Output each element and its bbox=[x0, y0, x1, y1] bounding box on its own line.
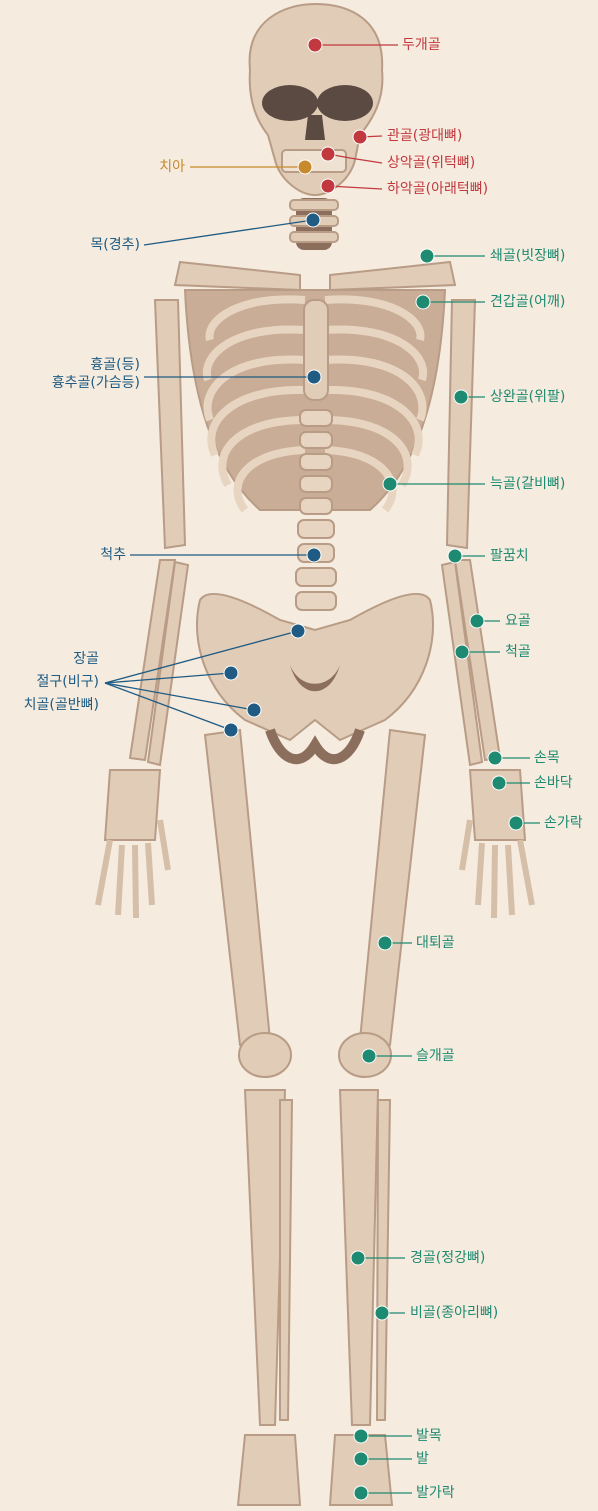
wrist-label: 손목 bbox=[534, 749, 560, 767]
fingers-label: 손가락 bbox=[544, 814, 583, 832]
ribs-label: 늑골(갈비뼈) bbox=[490, 475, 565, 493]
neck-label: 목(경추) bbox=[90, 236, 140, 254]
fibula-label: 비골(종아리뼈) bbox=[410, 1304, 498, 1322]
femur-label: 대퇴골 bbox=[416, 934, 455, 952]
patella-label: 슬개골 bbox=[416, 1047, 455, 1065]
mandible-label: 하악골(아래턱뼈) bbox=[387, 180, 488, 198]
radius-label: 요골 bbox=[505, 612, 531, 630]
sternum-label-line1: 흉골(등) bbox=[52, 356, 140, 374]
spine-label: 척추 bbox=[100, 546, 126, 564]
humerus-label: 상완골(위팔) bbox=[490, 388, 565, 406]
scapula-label: 견갑골(어깨) bbox=[490, 293, 565, 311]
clavicle-label: 쇄골(빗장뼈) bbox=[490, 247, 565, 265]
skull-label: 두개골 bbox=[402, 36, 441, 54]
ulna-label: 척골 bbox=[505, 643, 531, 661]
sternum-label: 흉골(등) 흉추골(가슴등) bbox=[52, 356, 140, 392]
pelvis-label-line1: 장골 bbox=[24, 648, 99, 671]
palm-label: 손바닥 bbox=[534, 774, 573, 792]
maxilla-label: 상악골(위턱뼈) bbox=[387, 154, 475, 172]
elbow-label: 팔꿈치 bbox=[490, 547, 529, 565]
pelvis-label: 장골 절구(비구) 치골(골반뼈) bbox=[24, 648, 99, 717]
tibia-label: 경골(정강뼈) bbox=[410, 1249, 485, 1267]
zygomatic-label: 관골(광대뼈) bbox=[387, 127, 462, 145]
teeth-label: 치아 bbox=[159, 158, 185, 176]
toes-label: 발가락 bbox=[416, 1484, 455, 1502]
foot-label: 발 bbox=[416, 1450, 429, 1468]
pelvis-label-line3: 치골(골반뼈) bbox=[24, 694, 99, 717]
sternum-label-line2: 흉추골(가슴등) bbox=[52, 374, 140, 392]
pelvis-label-line2: 절구(비구) bbox=[24, 671, 99, 694]
ankle-label: 발목 bbox=[416, 1427, 442, 1445]
